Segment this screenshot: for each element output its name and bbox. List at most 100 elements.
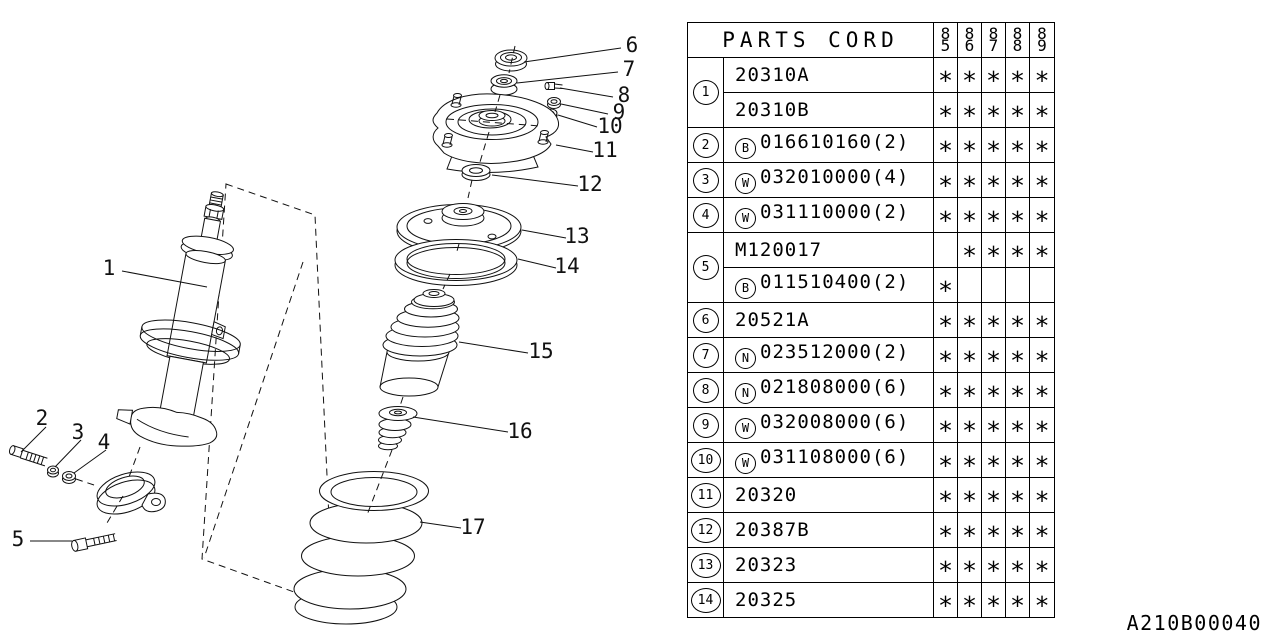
availability-mark: * [1009, 240, 1026, 268]
availability-cell: * [957, 477, 982, 513]
availability-mark: * [1034, 590, 1050, 618]
part-code: 20521A [735, 309, 810, 331]
part-code: 031110000(2) [760, 201, 910, 224]
ref-badge: 11 [690, 482, 721, 508]
availability-mark: * [985, 65, 1002, 93]
availability-mark: * [937, 380, 954, 408]
part-code-cell: 20310B [723, 92, 934, 128]
availability-cell: * [957, 407, 982, 443]
availability-cell: * [981, 477, 1006, 513]
availability-cell: * [1029, 442, 1055, 478]
availability-cell: * [1029, 92, 1055, 128]
callout-label-4: 4 [98, 430, 111, 454]
availability-mark: * [937, 205, 954, 233]
ref-badge: 4 [692, 202, 719, 228]
availability-cell: * [933, 57, 958, 93]
availability-mark: * [961, 205, 978, 233]
part-code: 031108000(6) [760, 446, 910, 469]
availability-cell: * [981, 547, 1006, 583]
prefix-badge: W [735, 172, 756, 194]
prefix-badge: W [735, 417, 756, 439]
availability-cell: * [981, 512, 1006, 548]
prefix-badge: N [735, 382, 756, 404]
availability-mark: * [1009, 205, 1026, 233]
availability-mark: * [937, 555, 954, 583]
availability-mark: * [1034, 170, 1050, 198]
availability-cell: * [933, 407, 958, 443]
availability-cell: * [981, 302, 1006, 338]
availability-cell: * [957, 92, 982, 128]
ref-cell: 5 [687, 232, 724, 303]
availability-cell: * [1029, 302, 1055, 338]
callout-label-1: 1 [103, 256, 116, 280]
availability-cell: * [1005, 442, 1030, 478]
ref-badge: 5 [692, 255, 719, 280]
availability-mark: * [961, 520, 978, 548]
availability-mark: * [961, 100, 978, 128]
part-code: 011510400(2) [760, 271, 910, 294]
availability-cell: * [981, 337, 1006, 373]
availability-mark: * [985, 520, 1002, 548]
availability-mark: * [937, 590, 954, 618]
locknut-7-illustration [490, 74, 518, 96]
ref-badge: 13 [690, 552, 721, 578]
availability-mark: * [961, 485, 978, 513]
ref-badge: 8 [692, 377, 719, 403]
washer-12-illustration [461, 164, 491, 181]
availability-cell: * [957, 372, 982, 408]
availability-cell: * [957, 232, 982, 268]
availability-cell: * [933, 127, 958, 163]
washer-3-illustration [47, 465, 59, 478]
availability-mark: * [1034, 485, 1050, 513]
availability-cell: * [957, 337, 982, 373]
ref-cell: 7 [687, 337, 724, 373]
strut-mount-11-illustration [432, 93, 560, 174]
availability-mark: * [985, 345, 1002, 373]
strut-illustration [116, 191, 241, 447]
ref-cell: 4 [687, 197, 724, 233]
ref-cell: 6 [687, 302, 724, 338]
availability-mark: * [985, 240, 1002, 268]
part-code: 016610160(2) [760, 131, 910, 154]
availability-cell: * [981, 372, 1006, 408]
availability-mark: * [961, 450, 978, 478]
availability-cell: * [1005, 232, 1030, 268]
availability-mark: * [985, 310, 1002, 338]
availability-mark: * [961, 170, 978, 198]
availability-cell: * [981, 92, 1006, 128]
availability-mark: * [937, 65, 954, 93]
callout-label-13: 13 [564, 224, 589, 248]
callout-label-10: 10 [597, 114, 622, 138]
availability-mark: * [1009, 590, 1026, 618]
part-code: 20323 [735, 554, 798, 576]
availability-mark: * [961, 65, 978, 93]
availability-cell: * [933, 92, 958, 128]
availability-cell: * [957, 547, 982, 583]
callout-label-2: 2 [36, 406, 49, 430]
availability-mark: * [985, 415, 1002, 443]
ref-badge: 2 [692, 132, 719, 158]
availability-mark: * [937, 170, 954, 198]
part-code: M120017 [735, 239, 823, 261]
rubber-seat-14-illustration [394, 239, 518, 286]
availability-cell: * [933, 337, 958, 373]
availability-cell: * [1005, 547, 1030, 583]
pinch-bolt-illustration [8, 445, 48, 467]
availability-cell: * [1029, 337, 1055, 373]
